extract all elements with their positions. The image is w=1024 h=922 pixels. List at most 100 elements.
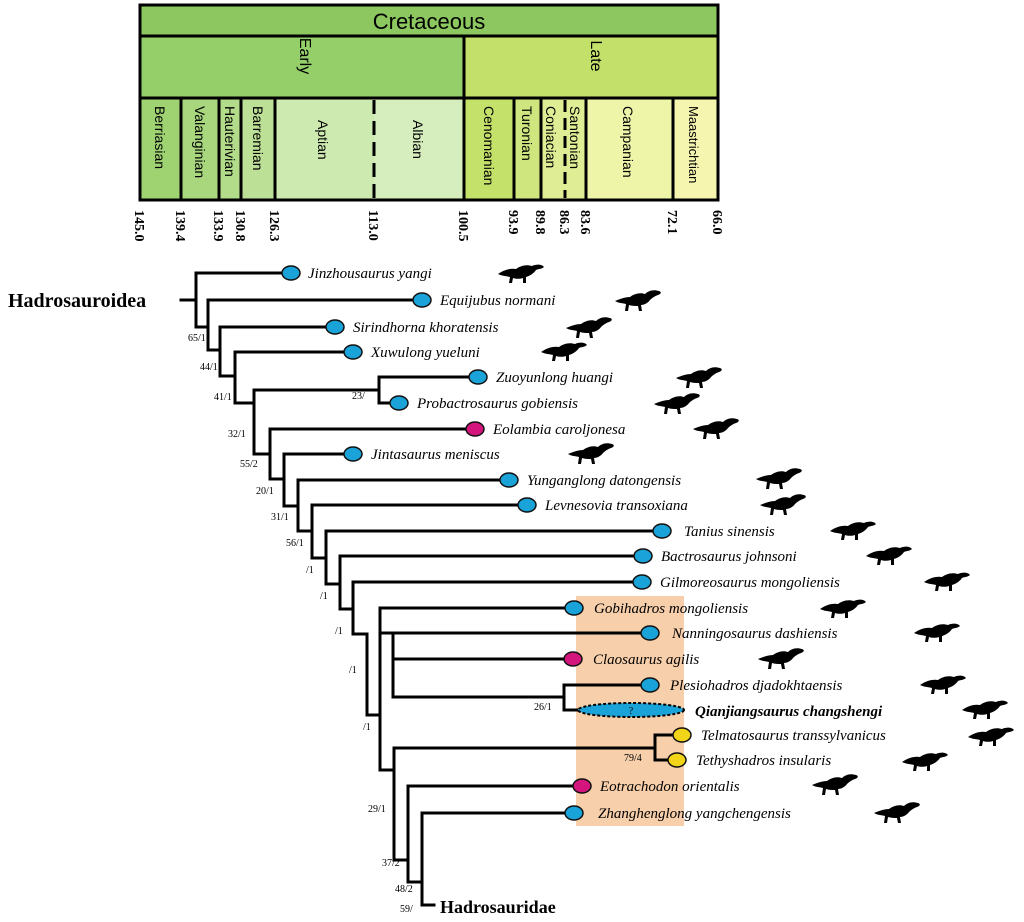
age-145-0: 145.0 xyxy=(131,210,146,242)
taxon-qianjiangsaurus: Qianjiangsaurus changshengi xyxy=(695,704,883,720)
silhouette-yunganglong xyxy=(756,468,802,489)
marker-probactrosaurus xyxy=(389,395,409,411)
silhouette-qianjiangsaurus xyxy=(962,700,1008,719)
taxon-eolambia: Eolambia caroljonesa xyxy=(492,422,625,438)
marker-jintasaurus xyxy=(343,446,363,462)
stage-label-campanian: Campanian xyxy=(620,106,636,178)
taxon-equijubus: Equijubus normani xyxy=(439,293,555,309)
period-label: Cretaceous xyxy=(373,9,486,34)
marker-claosaurus xyxy=(563,651,583,667)
silhouette-jintasaurus xyxy=(568,443,614,464)
silhouette-nanningosaurus xyxy=(914,623,960,642)
marker-nanningosaurus xyxy=(640,625,660,641)
silhouette-probactrosaurus xyxy=(654,393,700,414)
stage-label-berriasian: Berriasian xyxy=(152,106,168,169)
stage-label-turonian: Turonian xyxy=(519,106,535,161)
support-26-1: 26/1 xyxy=(534,702,552,713)
marker-bactrosaurus xyxy=(633,548,653,564)
terminal-markers: ? xyxy=(281,265,692,821)
stage-barremian xyxy=(239,96,277,202)
silhouette-eolambia xyxy=(693,418,739,439)
silhouette-claosaurus xyxy=(758,648,804,669)
support-55-2: 55/2 xyxy=(240,459,258,470)
silhouette-jinzhousaurus xyxy=(498,264,544,283)
support-32-1: 32/1 xyxy=(228,429,246,440)
support-29-1: 29/1 xyxy=(368,804,386,815)
marker-sirindhorna xyxy=(325,319,345,335)
age-100-5: 100.5 xyxy=(455,210,470,242)
taxon-levnesovia: Levnesovia transoxiana xyxy=(544,498,688,514)
taxon-plesiohadros: Plesiohadros djadokhtaensis xyxy=(669,678,843,694)
taxon-jinzhousaurus: Jinzhousaurus yangi xyxy=(308,266,432,282)
support-56-1: 56/1 xyxy=(286,538,304,549)
silhouette-zhanghenglong xyxy=(874,802,920,823)
silhouette-gilmoreosaurus xyxy=(924,572,970,591)
age-93-9: 93.9 xyxy=(505,210,520,235)
age-113-0: 113.0 xyxy=(365,210,380,241)
stage-coniacian-santonian xyxy=(539,96,588,202)
age-89-8: 89.8 xyxy=(532,210,547,235)
stage-valanginian xyxy=(179,96,221,202)
stage-label-maastrichtian: Maastrichtian xyxy=(686,106,701,183)
taxon-eotrachodon: Eotrachodon orientalis xyxy=(599,779,740,795)
cladogram-branches xyxy=(179,271,675,907)
marker-qianjiangsaurus xyxy=(577,702,685,718)
support-31-1: 31/1 xyxy=(271,512,289,523)
clade-label-hadrosauridae: Hadrosauridae xyxy=(440,897,556,917)
silhouette-sirindhorna xyxy=(566,317,612,338)
marker-gilmoreosaurus xyxy=(632,574,652,590)
marker-yunganglong xyxy=(499,472,519,488)
taxon-tethyshadros: Tethyshadros insularis xyxy=(696,753,831,769)
marker-eolambia xyxy=(465,421,485,437)
qianjiangsaurus-question-mark: ? xyxy=(629,706,634,717)
support-slash-1-e: /1 xyxy=(363,722,371,733)
stage-albian-fill xyxy=(374,100,463,198)
stage-label-hauterivian: Hauterivian xyxy=(222,106,238,177)
support-79-4: 79/4 xyxy=(624,753,642,764)
marker-gobihadros xyxy=(564,600,584,616)
marker-levnesovia xyxy=(517,497,537,513)
clade-label-hadrosauroidea: Hadrosauroidea xyxy=(8,290,146,312)
silhouette-xuwulong xyxy=(541,342,587,361)
taxon-sirindhorna: Sirindhorna khoratensis xyxy=(353,320,499,336)
taxon-gobihadros: Gobihadros mongoliensis xyxy=(594,601,748,617)
marker-tanius xyxy=(652,523,672,539)
silhouette-tethyshadros xyxy=(902,752,948,771)
taxon-zuoyunlong: Zuoyunlong huangi xyxy=(496,370,613,386)
support-20-1: 20/1 xyxy=(256,486,274,497)
taxon-zhanghenglong: Zhanghenglong yangchengensis xyxy=(598,806,791,822)
stage-label-santonian: Santonian xyxy=(567,106,583,169)
support-slash-1-a: /1 xyxy=(306,565,314,576)
epoch-early-label: Early xyxy=(296,38,313,74)
silhouette-levnesovia xyxy=(760,494,806,515)
silhouette-telmatosaurus xyxy=(968,727,1014,746)
marker-plesiohadros xyxy=(640,677,660,693)
age-86-3: 86.3 xyxy=(556,210,571,235)
age-72-1: 72.1 xyxy=(664,210,679,235)
age-83-6: 83.6 xyxy=(577,210,592,235)
taxon-jintasaurus: Jintasaurus meniscus xyxy=(371,447,500,463)
marker-eotrachodon xyxy=(572,778,592,794)
taxon-gilmoreosaurus: Gilmoreosaurus mongoliensis xyxy=(660,575,840,591)
support-37-2: 37/2 xyxy=(382,858,400,869)
age-130-8: 130.8 xyxy=(232,210,247,242)
support-slash-1-c: /1 xyxy=(335,626,343,637)
silhouette-eotrachodon xyxy=(812,774,858,795)
marker-equijubus xyxy=(412,292,432,308)
geologic-timescale: Cretaceous Early Late Berriasian Valangi… xyxy=(131,3,724,242)
stage-label-aptian: Aptian xyxy=(315,120,331,160)
marker-jinzhousaurus xyxy=(281,265,301,281)
stage-maastrichtian xyxy=(671,96,720,202)
silhouette-plesiohadros xyxy=(920,675,966,694)
silhouette-tanius xyxy=(830,521,876,540)
stage-cenomanian xyxy=(462,96,516,202)
age-126-3: 126.3 xyxy=(266,210,281,242)
age-66-0: 66.0 xyxy=(709,210,724,235)
support-44-1: 44/1 xyxy=(200,362,218,373)
support-slash-1-b: /1 xyxy=(320,591,328,602)
silhouette-gobihadros xyxy=(820,599,866,618)
taxon-claosaurus: Claosaurus agilis xyxy=(593,652,699,668)
support-23: 23/ xyxy=(352,391,365,402)
age-133-9: 133.9 xyxy=(210,210,225,242)
